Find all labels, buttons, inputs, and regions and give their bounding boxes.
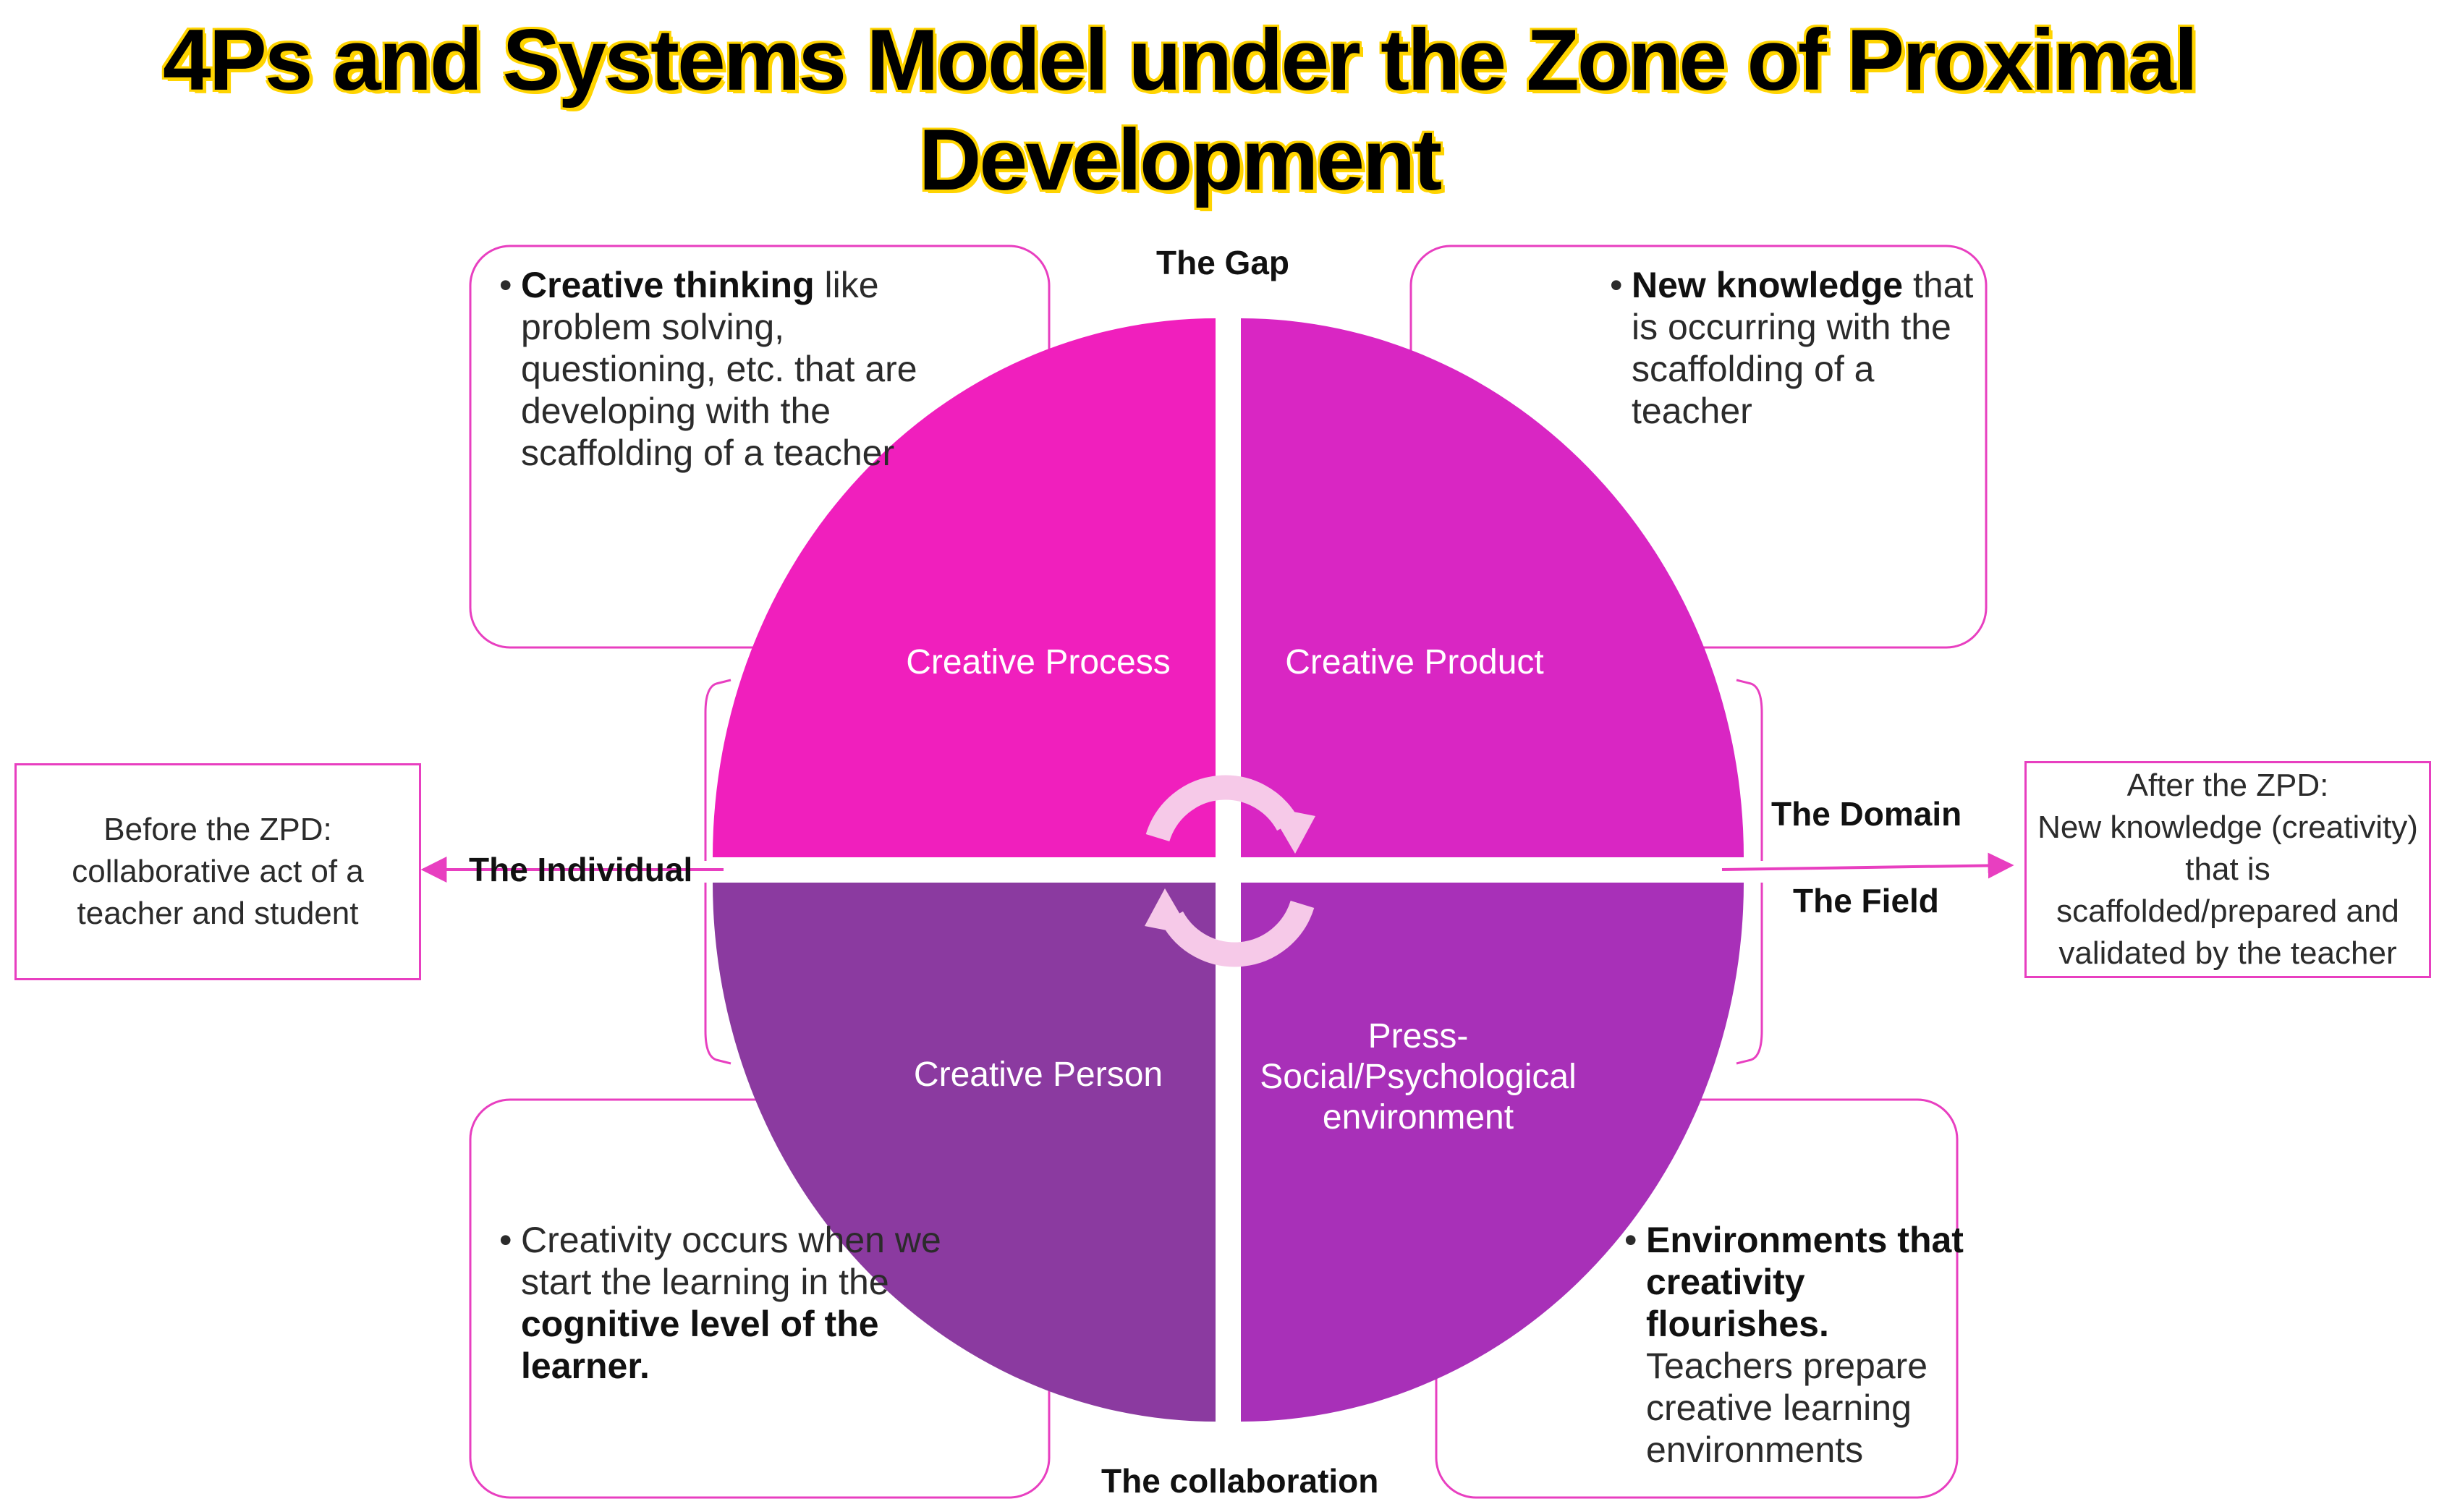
cycle-arrow-icon	[1145, 775, 1315, 854]
cycle-arrow-icon	[1145, 888, 1315, 967]
the-domain-label: The Domain	[1771, 795, 1962, 833]
after-zpd-text: After the ZPD: New knowledge (creativity…	[2037, 768, 2418, 971]
right-top-bracket	[1736, 679, 1763, 861]
press-label: Press- Social/Psychological environment	[1260, 1017, 1577, 1137]
right-axis-arrow	[1721, 852, 2014, 879]
after-zpd-box: After the ZPD: New knowledge (creativity…	[2024, 761, 2431, 978]
creative-process-label: Creative Process	[906, 643, 1171, 681]
top-right-box-text: •New knowledge that is occurring with th…	[1610, 265, 1974, 431]
the-collaboration-label: The collaboration	[1101, 1462, 1379, 1500]
creative-product-label: Creative Product	[1285, 643, 1544, 681]
bottom-left-box-text: •Creativity occurs when we start the lea…	[499, 1220, 941, 1386]
bottom-right-box-text: •Environments that creativity flourishes…	[1624, 1220, 1964, 1470]
the-field-label: The Field	[1793, 882, 1939, 919]
the-individual-label: The Individual	[469, 851, 693, 888]
right-bottom-bracket	[1736, 883, 1763, 1065]
before-zpd-text: Before the ZPD: collaborative act of a t…	[72, 812, 364, 931]
quadrant-creative-process	[713, 318, 1216, 857]
left-bottom-bracket	[704, 883, 731, 1065]
the-gap-label: The Gap	[1156, 244, 1290, 281]
before-zpd-box: Before the ZPD: collaborative act of a t…	[14, 763, 421, 980]
quadrant-creative-product	[1241, 318, 1744, 857]
creative-person-label: Creative Person	[913, 1056, 1163, 1094]
left-top-bracket	[704, 679, 731, 861]
top-left-box-text: •Creative thinking like problem solving,…	[499, 265, 917, 473]
quadrant-press	[1241, 883, 1744, 1422]
page-title: 4Ps and Systems Model under the Zone of …	[162, 12, 2198, 208]
quadrant-creative-person	[713, 883, 1216, 1422]
